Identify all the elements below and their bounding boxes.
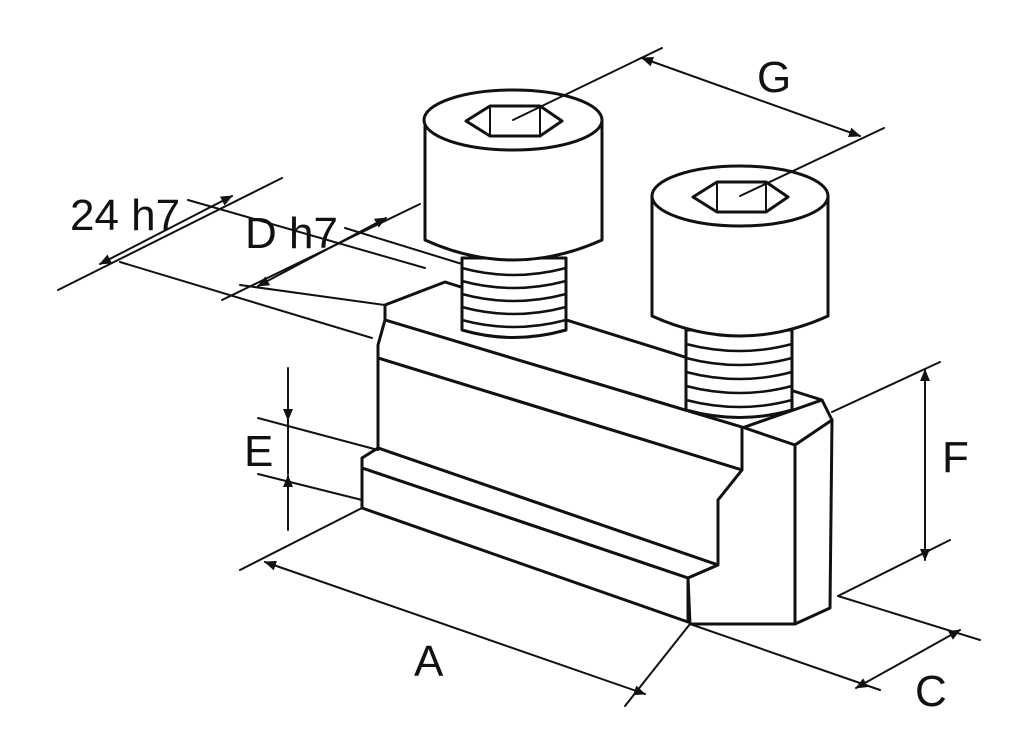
label-f: F <box>942 433 969 482</box>
label-d-h7: D h7 <box>245 209 338 258</box>
label-g: G <box>757 53 791 102</box>
dimension-e: E <box>244 367 379 531</box>
dimension-c: C <box>689 595 981 716</box>
dimension-d: D h7 <box>221 203 463 306</box>
label-a: A <box>414 637 444 686</box>
dimension-f: F <box>831 361 969 597</box>
dimension-width: 24 h7 <box>57 177 426 339</box>
cap-screw-right <box>650 164 830 419</box>
dimension-g: G <box>512 47 885 197</box>
label-e: E <box>244 427 273 476</box>
label-24-h7: 24 h7 <box>70 191 180 240</box>
t-nut-body <box>360 280 834 626</box>
label-c: C <box>915 667 947 716</box>
dimension-a: A <box>239 507 691 707</box>
